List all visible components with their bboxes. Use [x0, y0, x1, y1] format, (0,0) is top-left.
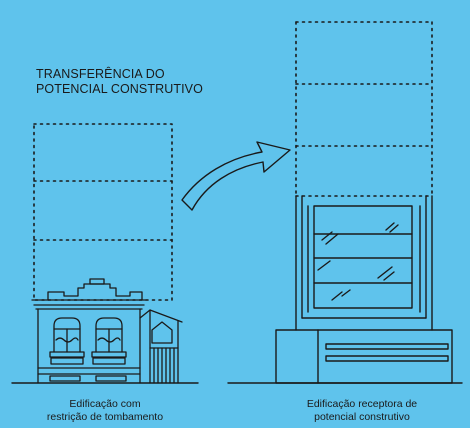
right-potential-volume	[295, 21, 433, 197]
receiving-building	[275, 195, 453, 384]
diagram-title-line-1: TRANSFERÊNCIA DO	[36, 67, 165, 81]
caption-right-line-2: potencial construtivo	[314, 411, 410, 423]
caption-right-line-1: Edificação receptora de	[306, 398, 418, 410]
caption-left-line-1: Edificação com	[69, 398, 141, 410]
transfer-arrow-icon	[181, 141, 291, 211]
caption-right: Edificação receptora de potencial constr…	[284, 398, 440, 424]
left-potential-volume	[33, 123, 173, 301]
caption-left: Edificação com restrição de tombamento	[30, 398, 180, 424]
caption-left-line-2: restrição de tombamento	[46, 411, 164, 423]
diagram-title-line-2: POTENCIAL CONSTRUTIVO	[36, 82, 203, 96]
heritage-building	[31, 278, 183, 384]
